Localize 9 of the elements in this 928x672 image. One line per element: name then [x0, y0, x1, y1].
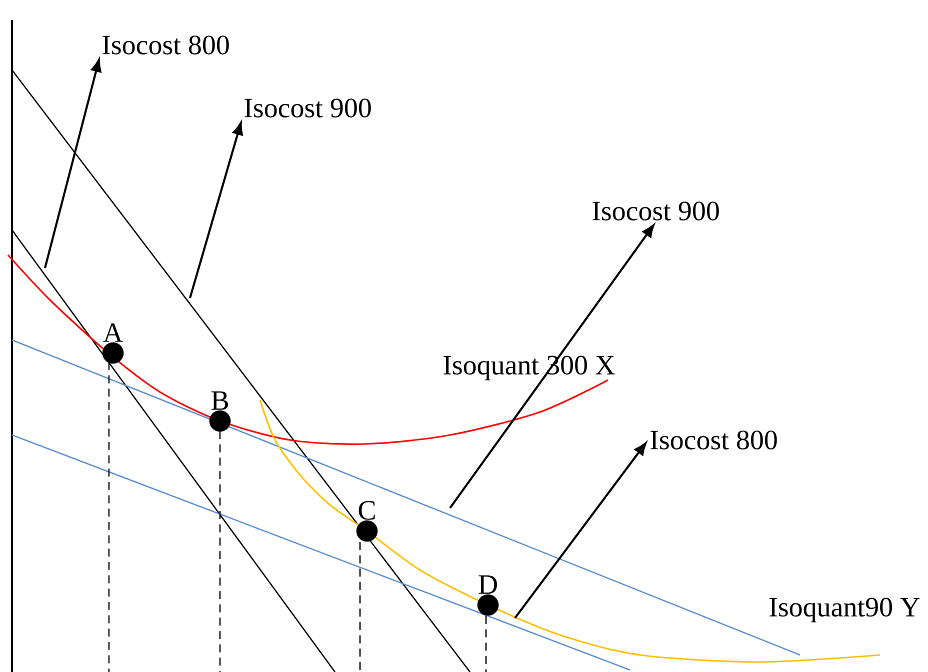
leader-arrow: [449, 224, 654, 509]
curve-label: Isocost 800: [102, 36, 229, 54]
curve-label: Isocost 900: [244, 98, 371, 118]
leader-arrow: [44, 59, 102, 268]
leader-arrow: [188, 122, 243, 298]
curve-label: Isocost 900: [592, 202, 719, 220]
curve-label: Isoquant90 Y: [770, 598, 920, 622]
curve-label: Isocost 800: [650, 430, 777, 450]
leader-arrow: [514, 442, 646, 619]
